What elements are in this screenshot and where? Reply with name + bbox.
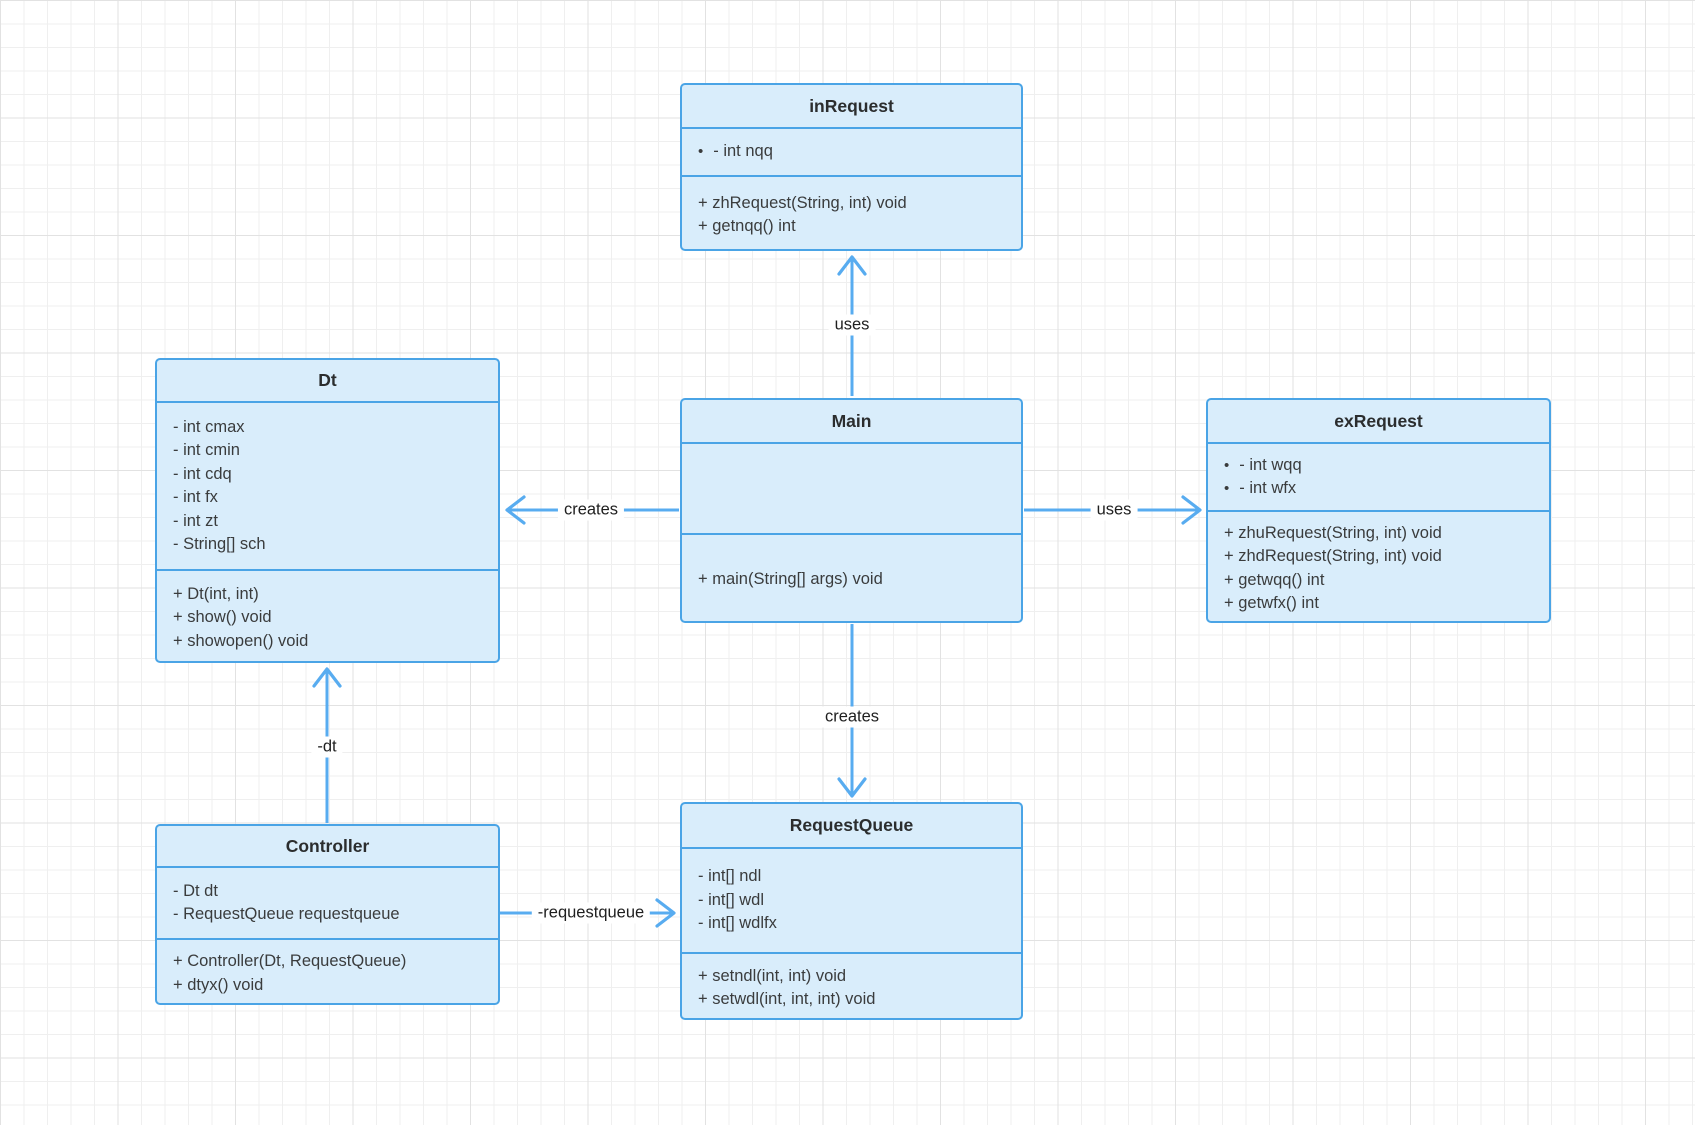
attribute-text: - int cdq <box>173 464 232 483</box>
attributes-section: - int[] ndl - int[] wdl - int[] wdlfx <box>682 849 1021 954</box>
edge-label-main-creates-requestqueue[interactable]: creates <box>818 706 886 728</box>
edge-label-main-creates-dt[interactable]: creates <box>557 499 625 521</box>
attribute-row: - RequestQueue requestqueue <box>173 903 482 927</box>
attribute-row: • - int wqq <box>1224 454 1533 478</box>
class-box-main[interactable]: Main + main(String[] args) void <box>680 398 1023 623</box>
attribute-text: - RequestQueue requestqueue <box>173 905 400 923</box>
method-text: + setwdl(int, int, int) void <box>698 990 876 1008</box>
attribute-text: - int[] ndl <box>698 867 762 886</box>
class-title: exRequest <box>1208 400 1549 444</box>
methods-section: + Controller(Dt, RequestQueue) + dtyx() v… <box>157 940 498 1007</box>
method-text: + setndl(int, int) void <box>698 966 847 985</box>
method-text: + getwqq() int <box>1224 570 1325 589</box>
attribute-row: - int[] wdlfx <box>698 912 1005 936</box>
bullet-icon: • <box>1224 456 1230 474</box>
methods-section: + zhuRequest(String, int) void + zhdReque… <box>1208 512 1549 625</box>
methods-section: + main(String[] args) void <box>682 535 1021 625</box>
attribute-text: - int wqq <box>1239 455 1302 474</box>
class-title: Main <box>682 400 1021 444</box>
method-text: + Controller(Dt, RequestQueue) <box>173 952 407 970</box>
attribute-row: - int[] wdl <box>698 889 1005 913</box>
class-box-dt[interactable]: Dt- int cmax- int cmin- int cdq- int fx-… <box>155 358 500 663</box>
attribute-text: - int wfx <box>1239 479 1297 497</box>
method-row: + showopen() void <box>173 630 482 654</box>
class-box-requestqueue[interactable]: RequestQueue- int[] ndl- int[] wdl- int[… <box>680 802 1023 1020</box>
attribute-row: - Dt dt <box>173 880 482 904</box>
attribute-row: - String[] sch <box>173 533 482 557</box>
attribute-row: - int cmax <box>173 416 482 440</box>
edge-label-controller-dt[interactable]: -dt <box>311 736 343 758</box>
method-text: + zhuRequest(String, int) void <box>1224 523 1442 542</box>
method-text: + main(String[] args) void <box>698 570 883 589</box>
attribute-text: - int zt <box>173 511 218 530</box>
class-title: inRequest <box>682 85 1021 129</box>
attribute-text: - int cmin <box>173 441 240 459</box>
class-title: RequestQueue <box>682 804 1021 849</box>
class-box-controller[interactable]: Controller - Dt dt - RequestQueue requestq… <box>155 824 500 1005</box>
method-text: + dtyx() void <box>173 975 264 994</box>
class-box-inrequest[interactable]: inRequest • - int nqq + zhRequest(String, i… <box>680 83 1023 251</box>
methods-section: + Dt(int, int) + show() void + showopen() … <box>157 571 498 665</box>
method-text: + Dt(int, int) <box>173 584 259 603</box>
class-box-exrequest[interactable]: exRequest • - int wqq • - int wfx + zhuReques… <box>1206 398 1551 623</box>
attribute-row: - int zt <box>173 510 482 534</box>
attribute-text: - int[] wdlfx <box>698 914 777 933</box>
method-row: + dtyx() void <box>173 974 482 998</box>
method-text: + zhRequest(String, int) void <box>698 193 907 212</box>
edge-label-main-uses-exrequest[interactable]: uses <box>1090 499 1138 521</box>
method-row: + zhRequest(String, int) void <box>698 192 1005 216</box>
attributes-section: • - int wqq • - int wfx <box>1208 444 1549 512</box>
method-row: + main(String[] args) void <box>698 568 1005 592</box>
attribute-text: - int fx <box>173 488 218 506</box>
method-row: + getnqq() int <box>698 215 1005 239</box>
edge-label-main-uses-inrequest[interactable]: uses <box>828 314 876 336</box>
attribute-text: - int[] wdl <box>698 890 765 909</box>
attribute-text: - int cmax <box>173 417 245 436</box>
bullet-icon: • <box>1224 480 1230 497</box>
attribute-row: • - int nqq <box>698 140 1005 164</box>
method-text: + showopen() void <box>173 631 309 650</box>
method-row: + getwfx() int <box>1224 592 1533 616</box>
attribute-row: • - int wfx <box>1224 477 1533 501</box>
method-row: + setwdl(int, int, int) void <box>698 988 1005 1012</box>
class-title: Controller <box>157 826 498 868</box>
attributes-section: - int cmax - int cmin - int cdq - int fx - i… <box>157 403 498 571</box>
method-row: + Controller(Dt, RequestQueue) <box>173 950 482 974</box>
attribute-text: - int nqq <box>713 142 773 161</box>
attribute-row: - int[] ndl <box>698 865 1005 889</box>
method-row: + zhuRequest(String, int) void <box>1224 522 1533 546</box>
attribute-text: - Dt dt <box>173 881 218 900</box>
method-text: + show() void <box>173 608 272 627</box>
attributes-section <box>682 444 1021 535</box>
class-title: Dt <box>157 360 498 403</box>
attribute-row: - int cmin <box>173 439 482 463</box>
method-text: + zhdRequest(String, int) void <box>1224 547 1442 565</box>
method-row: + show() void <box>173 606 482 630</box>
edge-label-controller-requestqueue[interactable]: -requestqueue <box>531 902 651 924</box>
methods-section: + setndl(int, int) void + setwdl(int, int… <box>682 954 1021 1022</box>
attribute-row: - int fx <box>173 486 482 510</box>
method-text: + getnqq() int <box>698 217 796 235</box>
attribute-text: - String[] sch <box>173 535 266 553</box>
attributes-section: • - int nqq <box>682 129 1021 177</box>
method-row: + getwqq() int <box>1224 569 1533 593</box>
methods-section: + zhRequest(String, int) void + getnqq() … <box>682 177 1021 253</box>
attribute-row: - int cdq <box>173 463 482 487</box>
method-row: + setndl(int, int) void <box>698 965 1005 989</box>
method-row: + zhdRequest(String, int) void <box>1224 545 1533 569</box>
bullet-icon: • <box>698 143 704 161</box>
method-row: + Dt(int, int) <box>173 583 482 607</box>
attributes-section: - Dt dt - RequestQueue requestqueue <box>157 868 498 940</box>
method-text: + getwfx() int <box>1224 594 1319 612</box>
